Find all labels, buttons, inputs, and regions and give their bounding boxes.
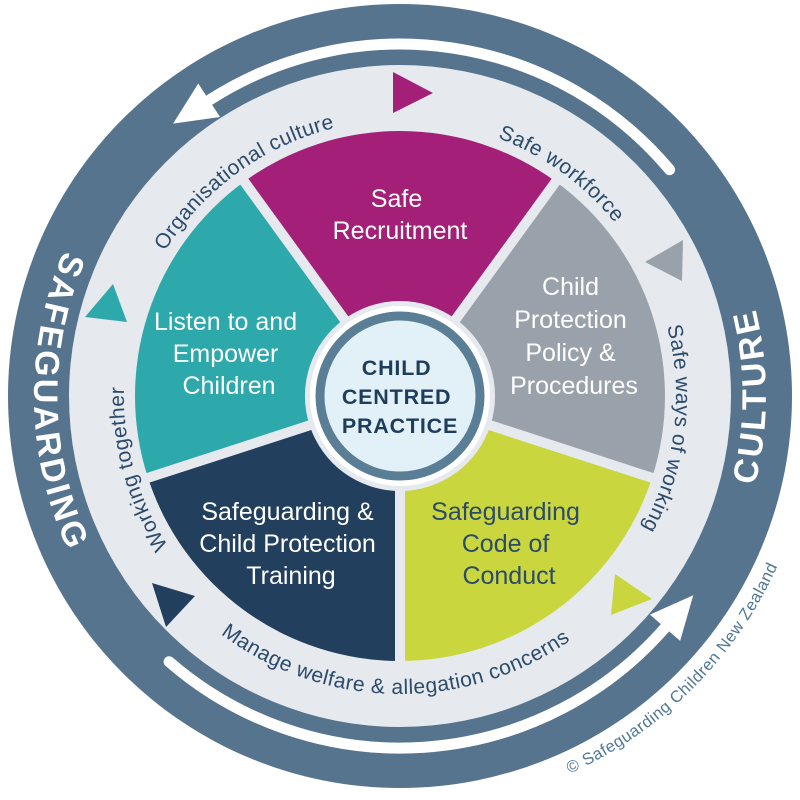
segment-label-training: Safeguarding & Child Protection Training (199, 498, 382, 590)
pointer-navy-icon (152, 583, 195, 627)
segment-safe-recruitment (244, 130, 556, 320)
segment-label-safe-recruitment: Safe Recruitment (333, 185, 468, 245)
centre-circle (315, 311, 485, 481)
segment-code-of-conduct (400, 425, 652, 661)
segment-label-child-protection-policy: Child Protection Policy & Procedures (510, 273, 638, 400)
segment-label-listen-empower: Listen to and Empower Children (154, 308, 304, 400)
pointer-magenta-icon (393, 72, 433, 113)
pointer-lime-icon (611, 574, 652, 615)
pointer-teal-icon (85, 284, 127, 322)
segment-label-code-of-conduct: Safeguarding Code of Conduct (431, 498, 587, 590)
segment-training (148, 425, 400, 661)
segment-dividers (143, 176, 657, 664)
flow-arrow-bottom-icon (163, 595, 694, 754)
pointer-gray-icon (645, 240, 683, 281)
centre-label: CHILD CENTRED PRACTICE (342, 356, 458, 438)
flow-arrow-top-icon (173, 38, 676, 176)
